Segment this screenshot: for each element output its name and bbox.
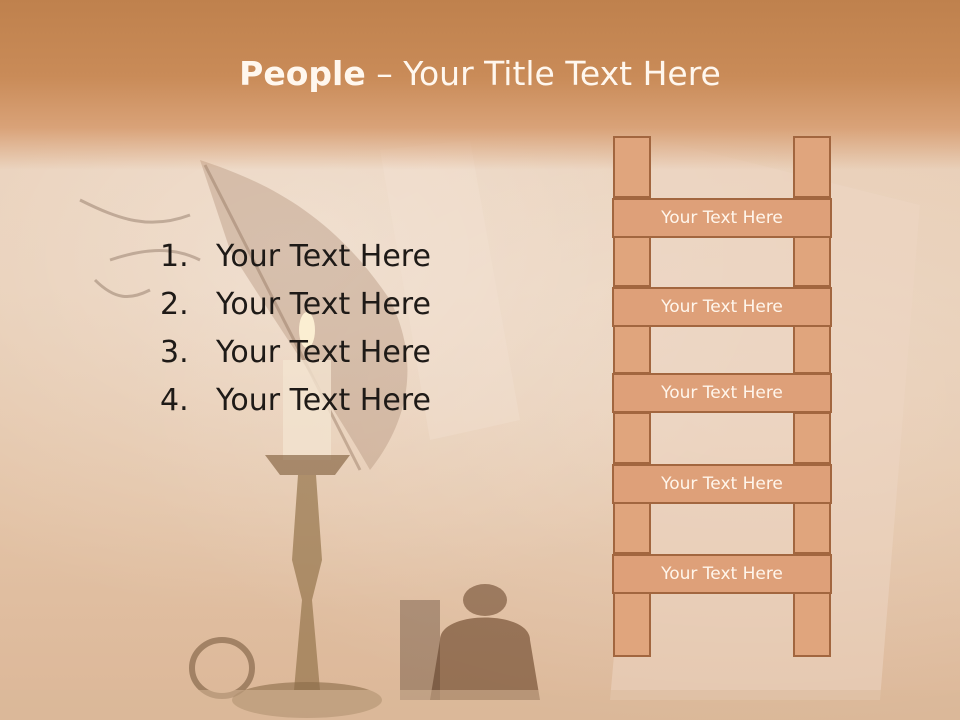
ladder-left-rail-segment [613, 236, 651, 287]
slide-title: People – Your Title Text Here [0, 50, 960, 98]
numbered-list: 1. Your Text Here 2. Your Text Here 3. Your… [160, 232, 431, 424]
list-item-number: 3. [160, 334, 189, 370]
title-rest-part: – Your Title Text Here [365, 54, 721, 93]
ladder-left-rail-segment [613, 325, 651, 374]
ladder-right-rail-segment [793, 502, 831, 554]
ladder-step-2: Your Text Here [612, 287, 832, 327]
ladder-step-4: Your Text Here [612, 464, 832, 504]
list-item: 1. Your Text Here [160, 232, 431, 280]
list-item-text: Your Text Here [216, 238, 431, 274]
ladder-right-rail-segment [793, 412, 831, 464]
ladder-right-rail-segment [793, 592, 831, 657]
list-item: 4. Your Text Here [160, 376, 431, 424]
list-item: 2. Your Text Here [160, 280, 431, 328]
ladder-right-rail-segment [793, 136, 831, 198]
ladder-right-rail-segment [793, 325, 831, 374]
ladder-right-rail-segment [793, 236, 831, 287]
list-item-number: 4. [160, 382, 189, 418]
list-item-text: Your Text Here [216, 286, 431, 322]
list-item-text: Your Text Here [216, 334, 431, 370]
ladder-left-rail-segment [613, 136, 651, 198]
ladder-step-5: Your Text Here [612, 554, 832, 594]
ladder-step-3: Your Text Here [612, 373, 832, 413]
list-item-text: Your Text Here [216, 382, 431, 418]
list-item-number: 2. [160, 286, 189, 322]
list-item-number: 1. [160, 238, 189, 274]
ladder-left-rail-segment [613, 592, 651, 657]
title-bold-part: People [239, 54, 366, 93]
list-item: 3. Your Text Here [160, 328, 431, 376]
ladder-left-rail-segment [613, 412, 651, 464]
ladder-step-1: Your Text Here [612, 198, 832, 238]
ladder-left-rail-segment [613, 502, 651, 554]
